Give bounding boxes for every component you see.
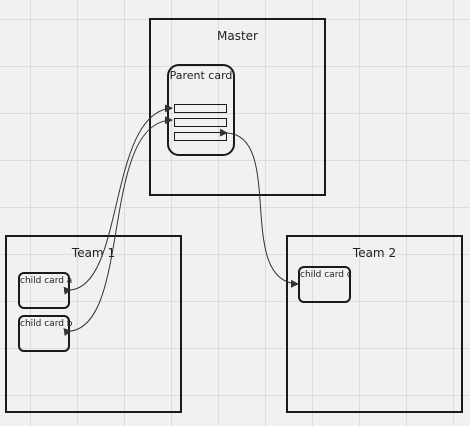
- parent-card-field-3[interactable]: [174, 132, 227, 141]
- child-card-c[interactable]: child card c: [298, 266, 352, 303]
- child-card-b-label: child card b: [20, 319, 73, 329]
- parent-card-field-2[interactable]: [174, 118, 227, 127]
- team2-title: Team 2: [352, 246, 397, 260]
- parent-card-title: Parent card: [169, 69, 233, 82]
- team1-container[interactable]: Team 1 child card a child card b: [5, 235, 182, 413]
- child-card-c-label: child card c: [300, 270, 352, 280]
- parent-card[interactable]: Parent card: [167, 64, 235, 156]
- master-container[interactable]: Master Parent card: [149, 18, 326, 196]
- team1-title: Team 1: [71, 246, 116, 260]
- child-card-a-label: child card a: [20, 276, 73, 286]
- child-card-b[interactable]: child card b: [18, 315, 73, 352]
- parent-card-field-1[interactable]: [174, 104, 227, 113]
- master-title: Master: [217, 29, 258, 43]
- child-card-a[interactable]: child card a: [18, 272, 73, 309]
- team2-container[interactable]: Team 2 child card c: [286, 235, 463, 413]
